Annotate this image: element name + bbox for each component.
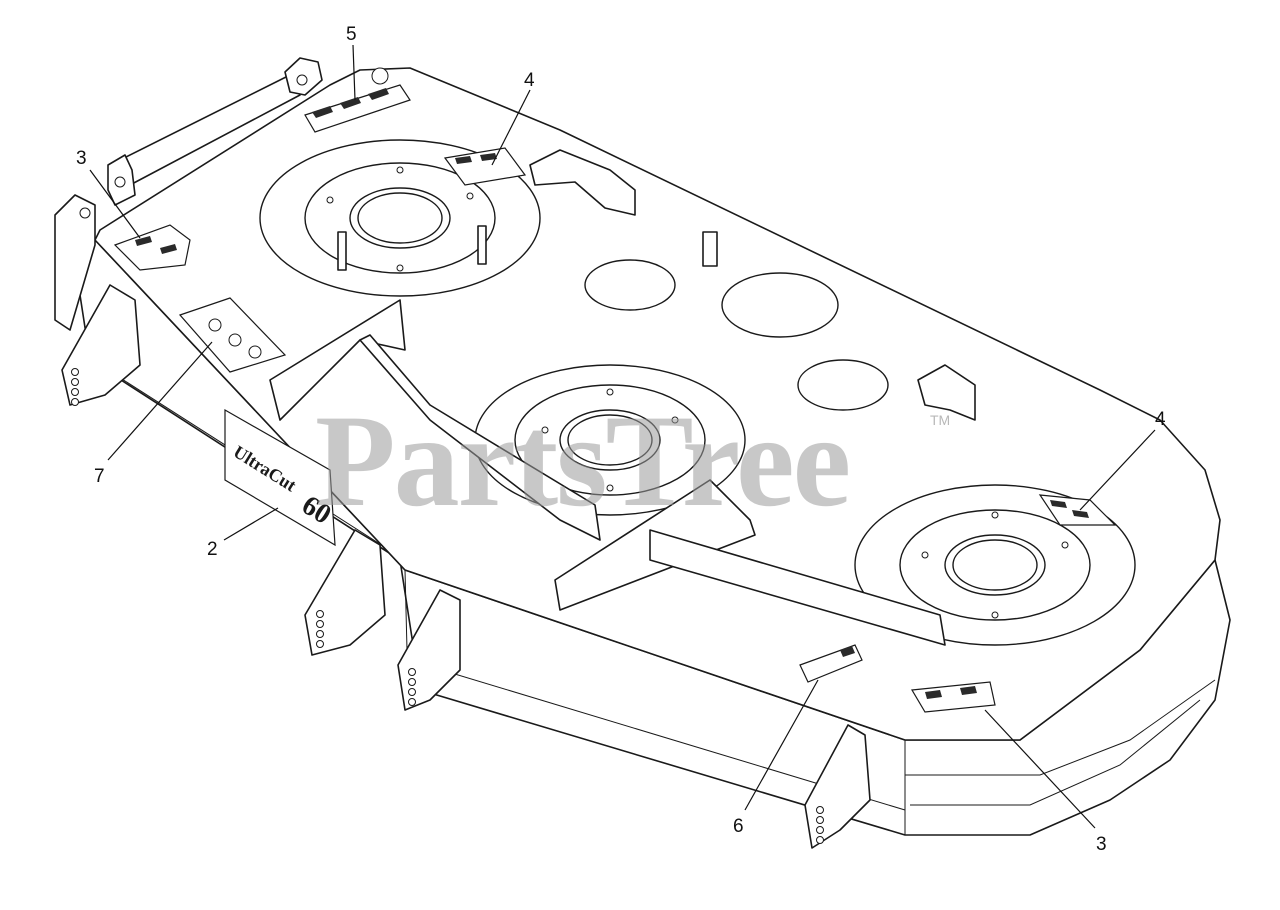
leader-line <box>491 89 531 166</box>
side-plate-hole <box>79 207 91 219</box>
cover-plate-right <box>797 359 889 411</box>
wheel-bracket-2 <box>304 529 386 656</box>
bracket-hole <box>296 74 308 86</box>
baffle-center-long <box>359 334 601 541</box>
deck-grease-fitting <box>371 67 389 85</box>
leader-line <box>107 341 213 461</box>
callout-6: 6 <box>733 816 744 837</box>
leader-line <box>89 169 141 239</box>
decal-3-front <box>911 681 996 713</box>
bracket-hole <box>114 176 126 188</box>
leader-line <box>744 679 819 811</box>
callout-3-rear: 3 <box>76 148 87 169</box>
idler-bracket-bottom <box>917 364 976 421</box>
leader-line <box>223 507 279 541</box>
rear-side-plate <box>54 194 96 331</box>
decal-2-ultracut-60: UltraCut 60 <box>224 408 336 547</box>
watermark-trademark: TM <box>930 412 950 428</box>
wheel-bracket-3 <box>397 589 461 711</box>
decal-4-spindle-left <box>443 147 527 186</box>
decal-6-warning-label <box>799 644 863 683</box>
callout-7: 7 <box>94 466 105 487</box>
wheel-bracket-1 <box>61 284 141 406</box>
leader-line <box>352 44 356 101</box>
spindle-post <box>477 225 487 265</box>
watermark-text: PartsTree <box>315 387 849 534</box>
callout-4-top: 4 <box>524 70 535 91</box>
decal-3-rear <box>113 224 191 271</box>
decal-7-belt-routing <box>178 297 287 373</box>
decal-5-warning-strip <box>304 84 411 133</box>
baffle-left <box>269 299 406 421</box>
callout-2: 2 <box>207 539 218 560</box>
idler-bracket-top <box>529 149 636 216</box>
wheel-bracket-4 <box>804 724 871 849</box>
cover-plate-left <box>584 259 676 311</box>
callout-3-front: 3 <box>1096 834 1107 855</box>
callout-5: 5 <box>346 24 357 45</box>
deck-pulley-post <box>702 231 718 267</box>
leader-line <box>1079 429 1156 511</box>
baffle-front-long <box>649 529 946 646</box>
callout-4-right: 4 <box>1155 409 1166 430</box>
leader-line <box>984 709 1096 829</box>
deck-opening <box>721 272 839 338</box>
spindle-post <box>337 231 347 271</box>
decal-4-spindle-right <box>1038 494 1117 526</box>
